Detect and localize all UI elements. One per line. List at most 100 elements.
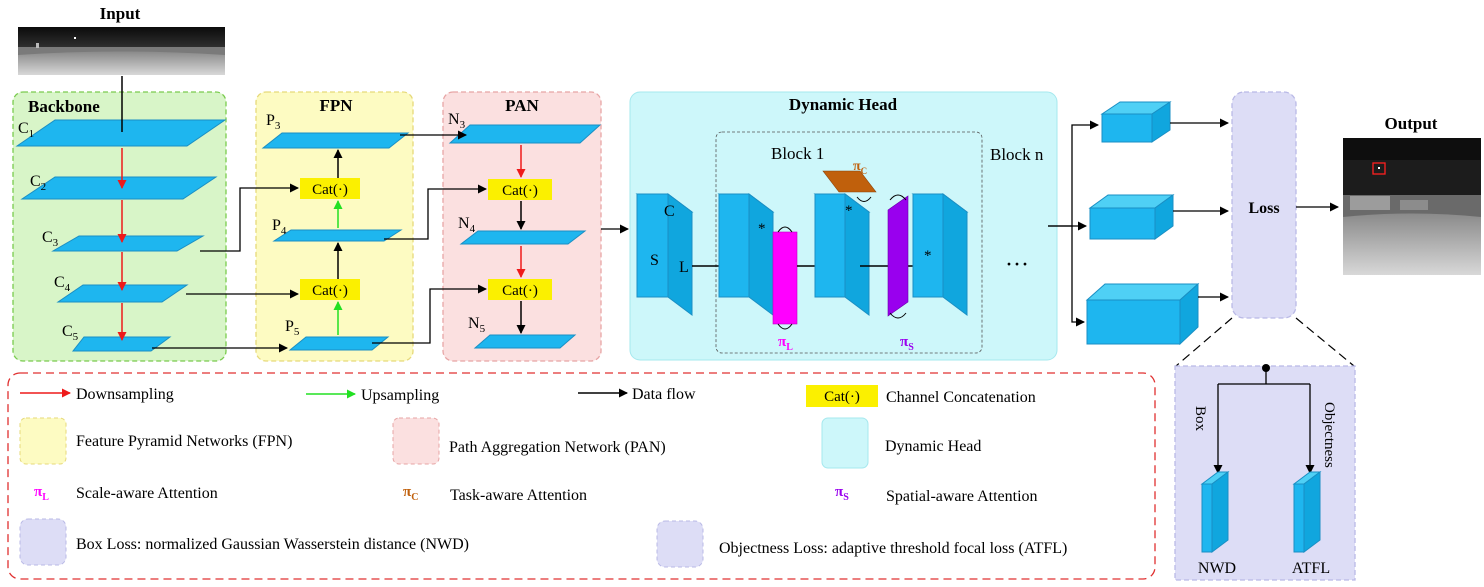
nwd-cube bbox=[1200, 471, 1230, 553]
legend-border bbox=[7, 372, 1156, 580]
fpn-group: FPN P3 P4 P5 Cat(·) Cat(·) bbox=[255, 91, 414, 362]
feature-map-p5 bbox=[288, 336, 390, 351]
backbone-group: Backbone C1 C2 C3 C4 C5 bbox=[12, 76, 227, 362]
block-1-label: Block 1 bbox=[771, 144, 824, 163]
block-n-label: Block n bbox=[990, 145, 1044, 164]
label-n3: N3 bbox=[448, 111, 466, 131]
atfl-cube bbox=[1292, 471, 1322, 553]
feature-map-n4 bbox=[459, 230, 587, 245]
feature-map-c4 bbox=[56, 284, 189, 303]
multiply-star-2: * bbox=[845, 203, 853, 219]
legend-pan-label: Path Aggregation Network (PAN) bbox=[449, 439, 666, 456]
output-title: Output bbox=[1385, 114, 1438, 133]
detection-box bbox=[1372, 162, 1386, 175]
legend-pi-l-symbol: πL bbox=[34, 484, 49, 503]
feature-map-p3 bbox=[261, 132, 410, 149]
legend-spatial-aware-label: Spatial-aware Attention bbox=[886, 488, 1038, 505]
legend-scale-aware-label: Scale-aware Attention bbox=[76, 485, 218, 502]
fpn-cat-lower bbox=[300, 279, 360, 300]
branch-objectness-label: Objectness bbox=[1321, 402, 1337, 468]
loss-block bbox=[1231, 91, 1297, 319]
feature-map-c5 bbox=[71, 336, 172, 352]
flow-p5-to-pan bbox=[372, 284, 487, 344]
pi-s-label: πS bbox=[900, 334, 914, 353]
label-c2: C2 bbox=[30, 173, 46, 193]
pan-cat-upper bbox=[488, 179, 552, 200]
pi-c-label: πC bbox=[853, 159, 867, 176]
pan-cat-lower-label: Cat(·) bbox=[502, 283, 538, 299]
pan-cat-upper-label: Cat(·) bbox=[502, 183, 538, 199]
task-attention-plane bbox=[822, 170, 877, 193]
legend-box-loss-label: Box Loss: normalized Gaussian Wasserstei… bbox=[76, 536, 469, 553]
label-c4: C4 bbox=[54, 274, 71, 294]
output-cube-medium bbox=[1088, 194, 1175, 240]
legend-obj-loss-label: Objectness Loss: adaptive threshold foca… bbox=[719, 540, 1067, 557]
pan-cat-lower bbox=[488, 279, 552, 300]
fpn-cat-upper bbox=[300, 178, 360, 199]
feature-map-n5 bbox=[473, 334, 577, 349]
head-cube-2 bbox=[813, 193, 871, 316]
input-section: Input bbox=[18, 4, 225, 75]
label-c5: C5 bbox=[62, 323, 79, 343]
feature-map-c2 bbox=[20, 176, 218, 200]
head-input-cube bbox=[635, 193, 694, 316]
legend-downsampling-label: Downsampling bbox=[76, 386, 174, 403]
output-section: Output bbox=[1343, 114, 1481, 275]
head-cube-1 bbox=[717, 193, 775, 316]
label-p3: P3 bbox=[266, 112, 281, 132]
legend-upsampling-label: Upsampling bbox=[361, 387, 439, 404]
flow-p4-to-pan bbox=[384, 184, 487, 240]
fpn-cat-upper-label: Cat(·) bbox=[312, 182, 348, 198]
dim-l-label: L bbox=[679, 259, 689, 276]
legend-dyhead-label: Dynamic Head bbox=[885, 438, 981, 455]
branch-box-label: Box bbox=[1192, 406, 1208, 432]
fpn-cat-lower-label: Cat(·) bbox=[312, 283, 348, 299]
scale-attention-bar bbox=[772, 231, 798, 325]
output-cube-small bbox=[1100, 101, 1172, 143]
multiply-star-3: * bbox=[924, 248, 932, 264]
zoom-line-left bbox=[1175, 317, 1233, 367]
feature-map-c1 bbox=[15, 119, 227, 147]
flow-head-to-out-large bbox=[1071, 226, 1085, 327]
head-cube-3 bbox=[911, 193, 969, 316]
pi-l-label: πL bbox=[778, 334, 793, 353]
fpn-title: FPN bbox=[319, 96, 353, 115]
loss-title: Loss bbox=[1248, 200, 1279, 217]
legend-channel-concat-label: Channel Concatenation bbox=[886, 389, 1036, 406]
multiply-star-1: * bbox=[758, 221, 766, 237]
pan-group: PAN N3 N4 N5 Cat(·) Cat(·) bbox=[442, 91, 602, 362]
backbone-title: Backbone bbox=[28, 97, 100, 116]
legend-pi-c-symbol: πC bbox=[403, 484, 418, 503]
block-1-container bbox=[715, 131, 983, 354]
ellipsis: ··· bbox=[1005, 252, 1029, 278]
output-image bbox=[1343, 138, 1481, 275]
nwd-label: NWD bbox=[1198, 560, 1236, 577]
feature-map-n3 bbox=[448, 124, 602, 144]
label-n4: N4 bbox=[458, 215, 476, 235]
legend-box-loss-swatch bbox=[19, 518, 67, 566]
atfl-label: ATFL bbox=[1292, 560, 1330, 577]
feature-map-c3 bbox=[51, 235, 205, 252]
label-p5: P5 bbox=[285, 318, 300, 338]
spatial-attention-plane bbox=[887, 195, 909, 317]
legend-obj-loss-swatch bbox=[656, 520, 704, 568]
label-p4: P4 bbox=[272, 217, 287, 237]
legend-fpn-swatch bbox=[19, 417, 67, 465]
legend-fpn-label: Feature Pyramid Networks (FPN) bbox=[76, 433, 292, 450]
legend-pan-swatch bbox=[392, 417, 440, 465]
legend-dataflow-label: Data flow bbox=[632, 386, 696, 403]
dim-c-label: C bbox=[664, 203, 675, 220]
pan-title: PAN bbox=[505, 96, 539, 115]
input-image bbox=[18, 27, 225, 75]
output-cube-large bbox=[1085, 282, 1200, 346]
legend: Downsampling Upsampling Data flow Cat(·)… bbox=[7, 372, 1156, 580]
label-c3: C3 bbox=[42, 229, 59, 249]
loss-detail-panel: Box Objectness NWD ATFL bbox=[1174, 317, 1356, 581]
dynamic-head-title: Dynamic Head bbox=[789, 95, 898, 114]
label-c1: C1 bbox=[18, 120, 34, 140]
flow-c3-to-fpn bbox=[200, 183, 299, 252]
zoom-line-right bbox=[1295, 317, 1355, 367]
legend-cat-box bbox=[806, 385, 878, 407]
legend-pi-s-symbol: πS bbox=[835, 484, 849, 503]
